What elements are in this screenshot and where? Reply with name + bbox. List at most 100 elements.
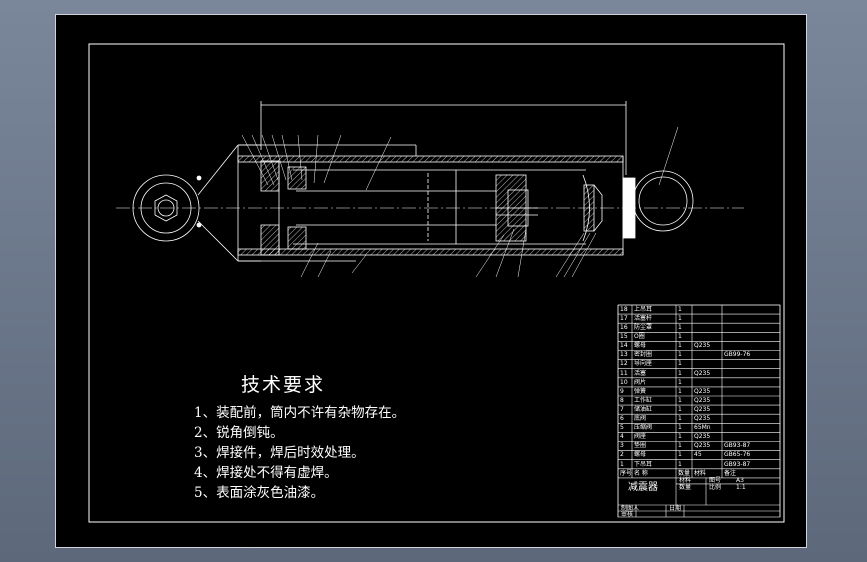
- parts-cell-std: GB93-87: [724, 460, 751, 468]
- upper-mount-eye: [622, 170, 694, 239]
- title-date-label: 日期: [669, 504, 682, 512]
- parts-cell-no: 15: [620, 333, 628, 341]
- title-block-name: 减震器: [628, 481, 658, 493]
- title-material-label: 材料: [679, 477, 692, 485]
- parts-cell-qty: 1: [678, 442, 682, 450]
- parts-cell-material: Q235: [694, 396, 711, 404]
- lower-mount-eye: [132, 174, 200, 242]
- piston-assembly: [495, 174, 538, 242]
- parts-cell-name: 活塞: [634, 369, 647, 377]
- inner-frame: [88, 43, 785, 523]
- working-cylinder: [293, 169, 586, 245]
- parts-cell-no: 14: [620, 342, 628, 350]
- parts-cell-name: 垫圈: [634, 442, 647, 450]
- parts-cell-no: 6: [620, 415, 624, 422]
- parts-cell-no: 8: [620, 396, 624, 404]
- parts-cell-no: 16: [620, 324, 628, 331]
- parts-cell-name: 工作缸: [634, 396, 653, 404]
- parts-cell-name: 防尘罩: [634, 324, 653, 331]
- parts-cell-qty: 1: [678, 305, 682, 313]
- parts-cell-qty: 1: [678, 451, 682, 459]
- title-drawing-no: A3: [736, 477, 744, 485]
- parts-cell-no: 9: [620, 387, 624, 395]
- parts-cell-no: 5: [620, 424, 624, 432]
- parts-cell-qty: 1: [678, 415, 682, 422]
- parts-cell-material: Q235: [694, 433, 711, 441]
- title-designer-label: 制图人: [621, 504, 640, 512]
- parts-header-qty: 数量: [678, 469, 691, 477]
- piston-rod: [296, 190, 496, 226]
- overall-length-dimension: [260, 101, 627, 175]
- parts-cell-qty: 1: [678, 324, 682, 331]
- parts-cell-name: 密封圈: [634, 351, 653, 359]
- parts-cell-std: GB93-87: [724, 442, 751, 450]
- parts-cell-name: 上吊耳: [634, 305, 653, 313]
- parts-cell-no: 13: [620, 351, 628, 359]
- parts-cell-no: 4: [620, 433, 624, 441]
- parts-cell-material: 45: [694, 451, 702, 459]
- parts-cell-name: 螺母: [634, 451, 647, 459]
- base-valve: [582, 174, 603, 242]
- parts-cell-name: 螺母: [634, 342, 647, 350]
- requirements-title: 技术要求: [241, 374, 326, 396]
- parts-cell-std: GB99-76: [724, 351, 751, 359]
- parts-cell-qty: 1: [678, 369, 682, 377]
- parts-cell-qty: 1: [678, 351, 682, 359]
- parts-cell-no: 18: [620, 305, 628, 313]
- parts-cell-std: GB65-76: [724, 451, 751, 459]
- parts-cell-no: 1: [620, 460, 624, 468]
- requirement-item: 4、焊接处不得有虚焊。: [194, 465, 338, 481]
- assembly-drawing: [88, 43, 785, 523]
- title-checker-label: 审核: [621, 510, 634, 518]
- title-drawing-no-label: 图号: [709, 477, 722, 485]
- parts-cell-name: 导向座: [634, 360, 653, 368]
- parts-cell-qty: 1: [678, 405, 682, 413]
- parts-cell-material: Q235: [694, 387, 711, 395]
- parts-cell-no: 7: [620, 405, 624, 413]
- parts-cell-name: 阀片: [634, 378, 647, 386]
- parts-cell-name: 阀座: [634, 433, 647, 441]
- parts-cell-qty: 1: [678, 396, 682, 404]
- leader-lines: [241, 126, 679, 278]
- reservoir-tube: [237, 144, 624, 262]
- drawing-sheet: 技术要求 1、装配前，筒内不许有杂物存在。 2、锐角倒钝。 3、焊接件，焊后时效…: [55, 14, 807, 548]
- parts-cell-name: O圈: [634, 333, 645, 341]
- title-scale-label: 比例: [709, 483, 722, 491]
- parts-cell-qty: 1: [678, 460, 682, 468]
- parts-cell-material: Q235: [694, 369, 711, 377]
- requirement-item: 1、装配前，筒内不许有杂物存在。: [194, 405, 406, 421]
- parts-cell-qty: 1: [678, 333, 682, 341]
- requirement-item: 5、表面涂灰色油漆。: [194, 485, 325, 501]
- parts-cell-name: 活塞杆: [634, 314, 653, 322]
- parts-cell-name: 弹簧: [634, 387, 647, 395]
- parts-cell-no: 10: [620, 378, 628, 386]
- parts-cell-no: 17: [620, 314, 628, 322]
- parts-cell-name: 压缩阀: [634, 424, 653, 432]
- requirement-item: 2、锐角倒钝。: [194, 425, 284, 441]
- parts-cell-material: Q235: [694, 442, 711, 450]
- parts-header-std: 备注: [724, 469, 737, 477]
- parts-cell-no: 11: [620, 369, 628, 377]
- parts-header-name: 名 称: [634, 469, 648, 477]
- parts-cell-no: 2: [620, 451, 624, 459]
- parts-cell-name: 底阀: [634, 415, 647, 422]
- parts-cell-material: Q235: [694, 415, 711, 422]
- parts-cell-material: Q235: [694, 405, 711, 413]
- title-scale: 1:1: [736, 483, 746, 491]
- parts-cell-qty: 1: [678, 360, 682, 368]
- parts-cell-qty: 1: [678, 387, 682, 395]
- parts-cell-no: 3: [620, 442, 624, 450]
- parts-cell-material: 65Mn: [694, 424, 711, 432]
- requirement-item: 3、焊接件，焊后时效处理。: [194, 445, 365, 461]
- parts-cell-no: 12: [620, 360, 628, 368]
- title-qty-label: 数量: [679, 483, 692, 491]
- parts-cell-name: 储油缸: [634, 405, 653, 413]
- parts-header-material: 材料: [694, 469, 707, 477]
- parts-cell-qty: 1: [678, 342, 682, 350]
- parts-cell-qty: 1: [678, 424, 682, 432]
- parts-header-no: 序号: [620, 469, 633, 477]
- parts-cell-qty: 1: [678, 378, 682, 386]
- parts-cell-qty: 1: [678, 433, 682, 441]
- parts-cell-qty: 1: [678, 314, 682, 322]
